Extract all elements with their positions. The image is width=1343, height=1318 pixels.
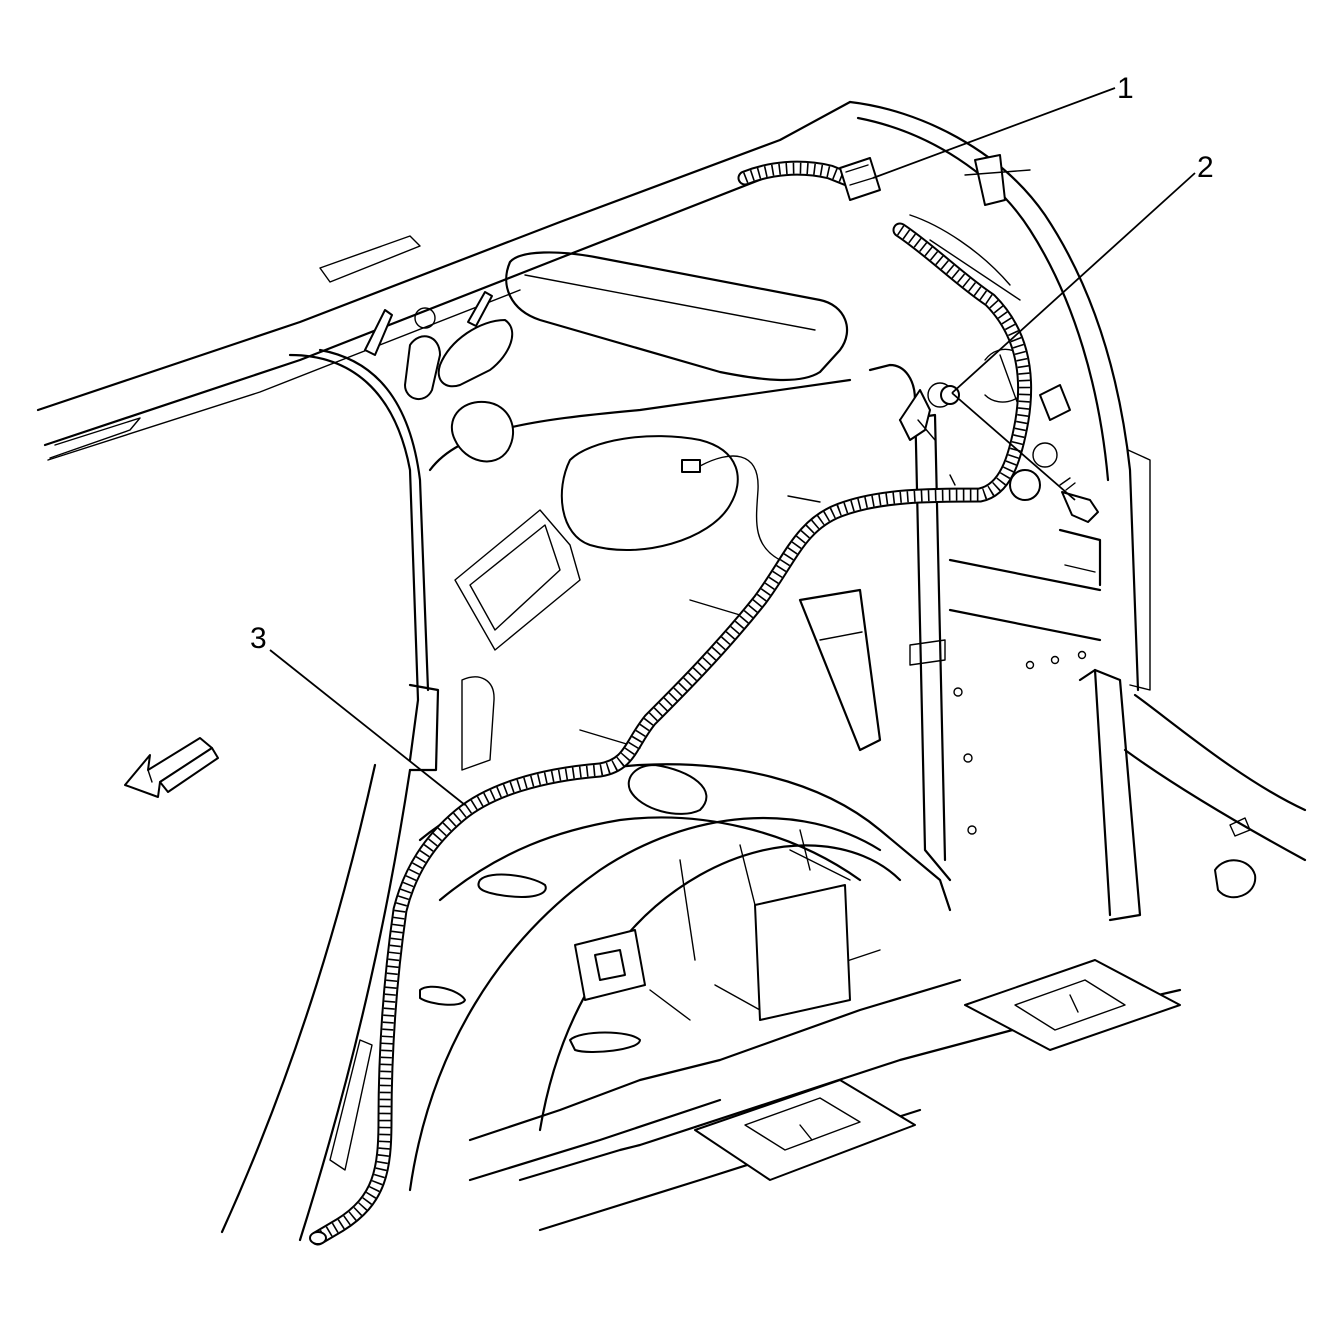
roof-rail <box>36 100 1140 692</box>
rear-jamb <box>798 363 1151 922</box>
wiring-harness <box>309 222 1033 1246</box>
callout-3: 3 <box>250 622 267 655</box>
upper-right-bracket <box>899 154 1071 501</box>
front-direction-arrow-icon <box>124 737 219 798</box>
callout-1: 1 <box>1117 72 1134 105</box>
ground-bolt <box>940 385 1099 523</box>
wheelhouse <box>408 763 962 1192</box>
harness-connector <box>839 157 881 201</box>
leader-line-3 <box>269 649 466 806</box>
callouts: 1 2 3 <box>250 72 1214 655</box>
quarter-pillar <box>220 348 495 1242</box>
pigtail-connector <box>681 455 781 561</box>
inner-panel <box>364 251 852 749</box>
leader-line-2 <box>951 172 1196 394</box>
leader-lines <box>269 87 1196 806</box>
rear-floor <box>518 693 1307 1232</box>
upper-harness-branch <box>737 160 858 188</box>
leader-line-2b <box>951 392 1076 501</box>
callout-2: 2 <box>1197 151 1214 184</box>
leader-line-1 <box>872 87 1116 179</box>
